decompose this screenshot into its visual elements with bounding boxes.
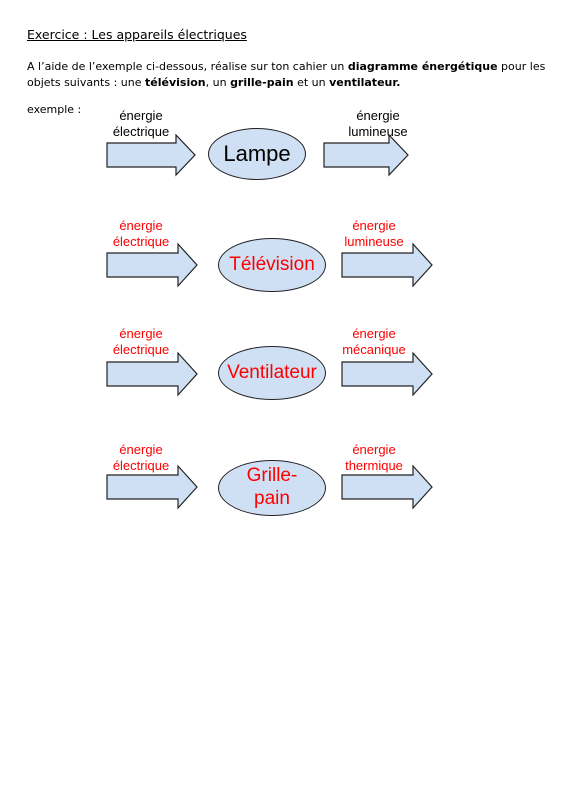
device-oval: Ventilateur <box>218 346 326 400</box>
output-energy-label: énergie lumineuse <box>338 108 418 140</box>
output-arrow-icon <box>323 133 409 177</box>
output-energy-line1: énergie <box>352 326 396 341</box>
input-energy-line1: énergie <box>119 218 163 233</box>
instructions-bold-toaster: grille-pain <box>230 76 294 89</box>
device-oval: Télévision <box>218 238 326 292</box>
instructions-bold-fan: ventilateur. <box>329 76 401 89</box>
output-energy-line2: thermique <box>345 458 403 473</box>
input-energy-line2: électrique <box>112 342 170 357</box>
output-arrow-icon <box>341 351 433 397</box>
input-energy-line1: énergie <box>119 442 163 457</box>
output-arrow-icon <box>341 242 433 288</box>
input-energy-label: énergie électrique <box>100 218 182 250</box>
device-name-line2: pain <box>254 488 290 509</box>
instructions-text-1: A l’aide de l’exemple ci-dessous, réalis… <box>27 60 348 73</box>
instructions-text-3: , un <box>205 76 231 89</box>
output-energy-label: énergie lumineuse <box>334 218 414 250</box>
instructions-paragraph: A l’aide de l’exemple ci-dessous, réalis… <box>27 59 547 91</box>
output-energy-line1: énergie <box>352 218 396 233</box>
device-name: Ventilateur <box>227 361 317 383</box>
instructions-bold-diagram: diagramme énergétique <box>347 60 498 73</box>
instructions-text-2: pour les objets suivants : une <box>27 60 546 89</box>
instructions-bold-tv: télévision <box>145 76 206 89</box>
input-arrow-icon <box>106 242 198 288</box>
instructions-text-4: et un <box>293 76 330 89</box>
input-energy-line2: électrique <box>112 458 170 473</box>
input-arrow-icon <box>106 351 198 397</box>
diagram-lamp: énergie électrique Lampe énergie lumineu… <box>0 108 566 218</box>
device-name: Télévision <box>229 253 315 275</box>
input-energy-line1: énergie <box>119 108 163 123</box>
output-energy-line1: énergie <box>352 442 396 457</box>
output-energy-line1: énergie <box>356 108 400 123</box>
input-energy-label: énergie électrique <box>100 326 182 358</box>
input-energy-label: énergie électrique <box>100 442 182 474</box>
output-energy-label: énergie thermique <box>334 442 414 474</box>
input-energy-line2: électrique <box>112 234 170 249</box>
output-energy-line2: lumineuse <box>344 234 404 249</box>
output-energy-line2: lumineuse <box>348 124 408 139</box>
device-name-line1: Grille- <box>246 465 298 487</box>
device-name: Lampe <box>223 140 291 166</box>
input-arrow-icon <box>106 464 198 510</box>
output-energy-line2: mécanique <box>342 342 406 357</box>
example-label: exemple : <box>27 103 82 116</box>
output-energy-label: énergie mécanique <box>334 326 414 358</box>
input-energy-line2: électrique <box>112 124 170 139</box>
input-arrow-icon <box>106 133 196 177</box>
diagram-toaster: énergie électrique Grille- pain énergie … <box>0 442 566 552</box>
page-title: Exercice : Les appareils électriques <box>27 27 247 42</box>
diagram-television: énergie électrique Télévision énergie lu… <box>0 218 566 328</box>
output-arrow-icon <box>341 464 433 510</box>
diagram-fan: énergie électrique Ventilateur énergie m… <box>0 326 566 436</box>
device-oval: Grille- pain <box>218 460 326 516</box>
input-energy-line1: énergie <box>119 326 163 341</box>
device-oval: Lampe <box>208 128 306 180</box>
input-energy-label: énergie électrique <box>100 108 182 140</box>
